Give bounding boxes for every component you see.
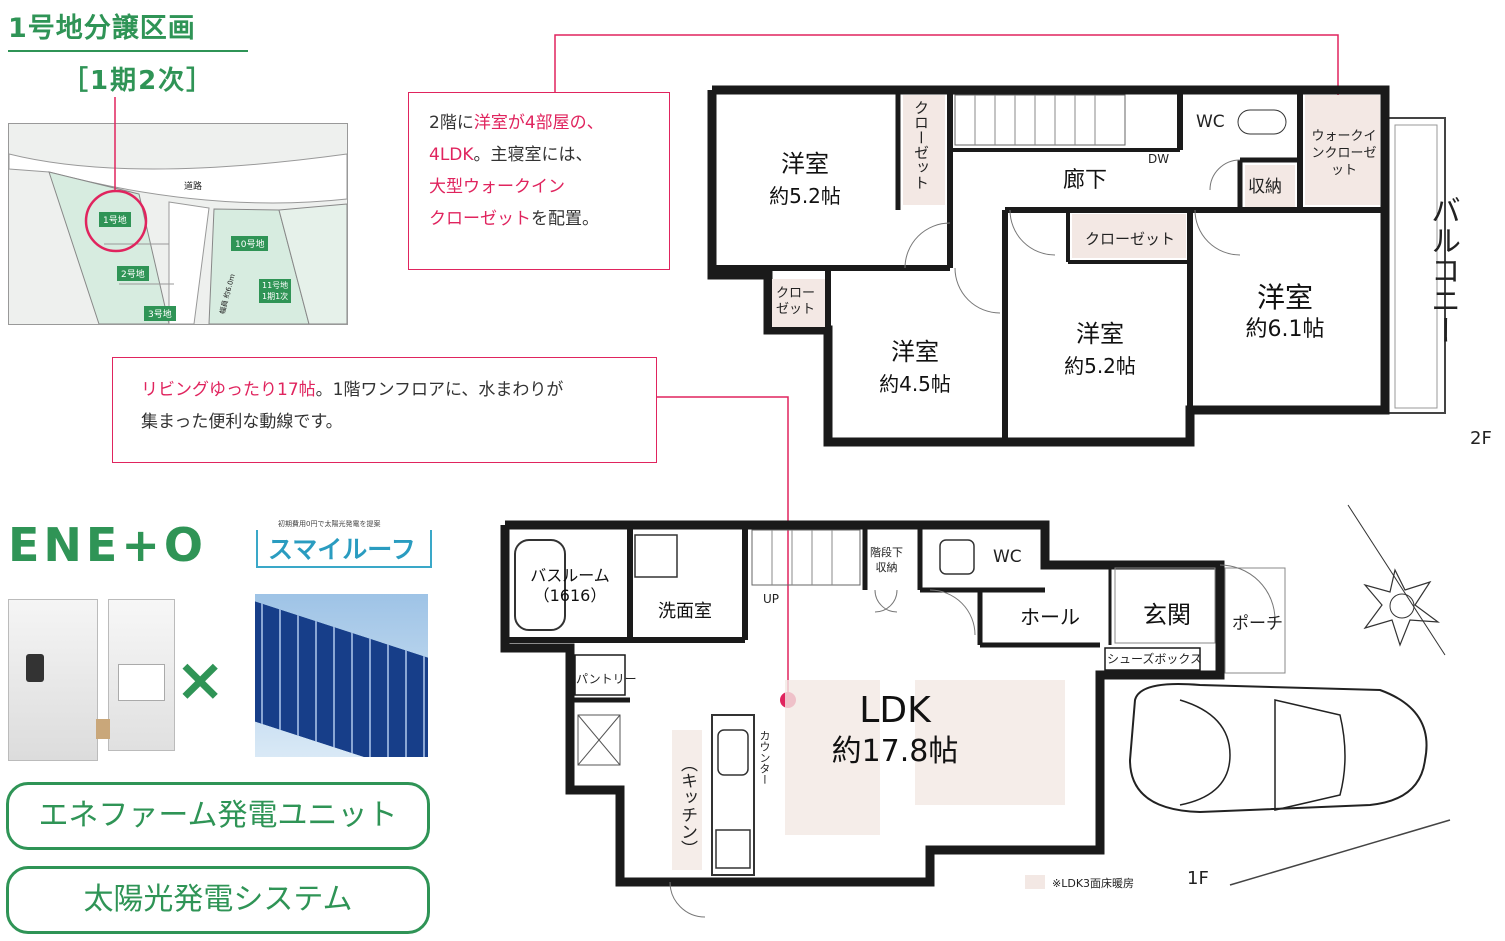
porch: ポーチ bbox=[1232, 614, 1283, 634]
ldk: LDK 約17.8帖 bbox=[815, 690, 975, 772]
smile-roof-logo: スマイルーフ bbox=[256, 530, 432, 568]
lot11-line1: 11号地 bbox=[262, 281, 289, 290]
bathroom-size: （1616） bbox=[533, 586, 607, 605]
room-2f-b-name: 洋室 bbox=[891, 338, 939, 366]
callout-1f-l1b: 。1階ワンフロアに、水まわりが bbox=[315, 380, 564, 400]
lot-title: 1号地分譲区画 bbox=[8, 13, 196, 44]
room-2f-b-size: 約4.5帖 bbox=[879, 372, 951, 396]
bathroom: バスルーム （1616） bbox=[520, 566, 620, 606]
lot-phase: ［1期2次］ bbox=[62, 66, 215, 96]
shoe-box: シューズボックス bbox=[1107, 652, 1203, 666]
hall-1f: ホール bbox=[1020, 605, 1080, 629]
callout-2f-l4b: を配置。 bbox=[531, 209, 599, 229]
under-stair-2: 収納 bbox=[875, 561, 898, 574]
room-2f-a: 洋室 約5.2帖 bbox=[745, 148, 865, 212]
room-2f-d-name: 洋室 bbox=[1256, 281, 1313, 314]
floor-1f-label: 1F bbox=[1187, 868, 1209, 889]
site-map-drawing bbox=[9, 153, 347, 324]
room-2f-a-name: 洋室 bbox=[781, 150, 829, 178]
lot11-line2: 1期1次 bbox=[262, 292, 289, 301]
callout-2f-line1: 2階に洋室が4部屋の、 bbox=[429, 107, 669, 139]
times-symbol: × bbox=[175, 645, 226, 715]
closet-2f-c-1: クロー bbox=[776, 286, 816, 301]
wc-2f: WC bbox=[1196, 112, 1225, 132]
wic-2f: ウォークインクローゼット bbox=[1311, 129, 1377, 178]
fuel-cell-panel bbox=[26, 654, 44, 682]
room-2f-d: 洋室 約6.1帖 bbox=[1215, 282, 1355, 346]
lot3-label: 3号地 bbox=[144, 306, 176, 321]
floor-2f-label: 2F bbox=[1470, 428, 1492, 449]
lot10-label: 10号地 bbox=[231, 236, 269, 251]
closet-2f-a: クローゼット bbox=[912, 100, 930, 190]
storage-tank-panel bbox=[118, 664, 165, 701]
callout-2f-line3: 大型ウォークイン bbox=[429, 177, 565, 197]
lot2-label: 2号地 bbox=[117, 266, 149, 281]
room-2f-a-size: 約5.2帖 bbox=[769, 184, 841, 208]
closet-2f-b: クローゼット bbox=[1085, 230, 1176, 248]
solar-panel-image bbox=[255, 594, 428, 757]
title-underline bbox=[8, 50, 248, 52]
eneto-logo: ENE+O bbox=[8, 518, 207, 572]
enefarm-unit-image bbox=[8, 594, 175, 762]
lot1-label: 1号地 bbox=[99, 212, 131, 227]
dw-label: DW bbox=[1148, 152, 1170, 166]
room-2f-c-size: 約5.2帖 bbox=[1064, 354, 1136, 378]
closet-2f-c: クロー ゼット bbox=[776, 286, 815, 318]
callout-1f: リビングゆったり17帖。1階ワンフロアに、水まわりが 集まった便利な動線です。 bbox=[112, 357, 657, 463]
fuel-cell-box bbox=[8, 599, 98, 761]
balcony-label: バルコニー bbox=[1425, 195, 1460, 345]
callout-1f-line1: リビングゆったり17帖。1階ワンフロアに、水まわりが bbox=[141, 374, 656, 406]
washroom: 洗面室 bbox=[658, 601, 712, 622]
wc-1f: WC bbox=[993, 547, 1022, 567]
callout-2f-l1b: 洋室が4部屋の、 bbox=[473, 113, 604, 133]
callout-2f-l4a: クローゼット bbox=[429, 209, 531, 229]
callout-2f-line4: クローゼットを配置。 bbox=[429, 203, 669, 235]
smile-roof-text: スマイルーフ bbox=[268, 535, 416, 564]
kitchen-label: （キッチン） bbox=[677, 755, 697, 857]
callout-1f-l1a: リビングゆったり17帖 bbox=[141, 380, 316, 400]
up-label: UP bbox=[763, 592, 780, 606]
room-2f-c: 洋室 約5.2帖 bbox=[1040, 318, 1160, 382]
heating-note: ※LDK3面床暖房 bbox=[1052, 877, 1135, 890]
callout-2f: 2階に洋室が4部屋の、 4LDK。主寝室には、 大型ウォークイン クローゼットを… bbox=[408, 92, 670, 270]
counter-label: カウンター bbox=[758, 730, 771, 785]
road-label: 道路 bbox=[184, 182, 203, 192]
room-2f-c-name: 洋室 bbox=[1076, 320, 1124, 348]
callout-2f-l2a: 4LDK bbox=[429, 145, 474, 165]
callout-1f-line2: 集まった便利な動線です。 bbox=[141, 412, 343, 432]
under-stair-1: 階段下 bbox=[870, 546, 903, 559]
bathroom-name: バスルーム bbox=[530, 566, 610, 585]
room-2f-d-size: 約6.1帖 bbox=[1245, 317, 1325, 342]
pipes bbox=[96, 719, 110, 739]
ldk-name: LDK bbox=[859, 690, 931, 731]
entrance: 玄関 bbox=[1143, 601, 1191, 629]
smile-roof-note: 初期費用0円で太陽光発電を提案 bbox=[278, 520, 381, 528]
lot11-label: 11号地 1期1次 bbox=[259, 279, 292, 303]
callout-2f-l2b: 。主寝室には、 bbox=[473, 145, 593, 165]
storage-2f: 収納 bbox=[1248, 177, 1282, 197]
pantry: パントリー bbox=[576, 672, 637, 686]
callout-2f-l1a: 2階に bbox=[429, 113, 474, 133]
closet-2f-c-2: ゼット bbox=[776, 302, 816, 317]
ldk-size: 約17.8帖 bbox=[831, 734, 959, 769]
callout-2f-line2: 4LDK。主寝室には、 bbox=[429, 139, 669, 171]
room-2f-b: 洋室 約4.5帖 bbox=[855, 336, 975, 400]
under-stair-storage: 階段下 収納 bbox=[870, 545, 903, 575]
feature-solar: 太陽光発電システム bbox=[6, 866, 430, 934]
solar-array bbox=[255, 598, 428, 757]
hall-2f: 廊下 bbox=[1062, 168, 1107, 193]
site-map: 道路 1号地 2号地 3号地 10号地 11号地 1期1次 幅員 約6.0m bbox=[8, 123, 348, 325]
feature-enefarm: エネファーム発電ユニット bbox=[6, 782, 430, 850]
